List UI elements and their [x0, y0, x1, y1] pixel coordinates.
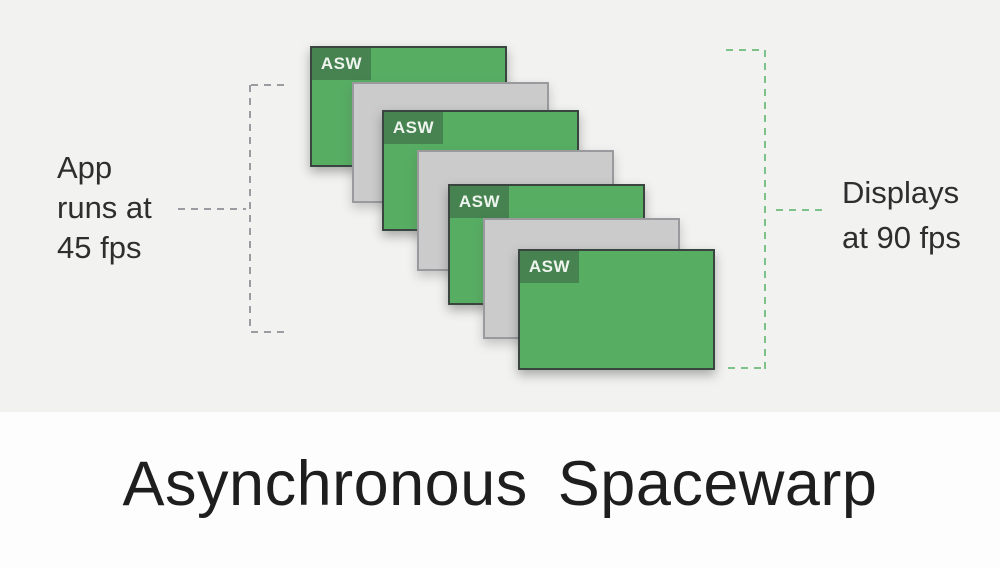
title-band	[0, 412, 1000, 568]
asw-tab: ASW	[520, 251, 579, 283]
asw-tab: ASW	[384, 112, 443, 144]
asw-tab: ASW	[312, 48, 371, 80]
right-bracket-bottom	[728, 367, 764, 369]
right-label: Displays at 90 fps	[842, 170, 961, 260]
left-bracket-connector	[178, 208, 246, 210]
left-bracket-line	[249, 85, 251, 332]
left-label-line-1: App	[57, 150, 113, 185]
right-bracket-line	[764, 50, 766, 369]
right-bracket-top	[726, 49, 764, 51]
left-label-line-2: runs at	[57, 190, 152, 225]
frame-asw-4: ASW	[518, 249, 715, 370]
left-label: App runs at 45 fps	[57, 148, 152, 268]
left-bracket-top	[251, 84, 288, 86]
asw-tab: ASW	[450, 186, 509, 218]
right-bracket-connector	[776, 209, 822, 211]
slide-title: Asynchronous Spacewarp	[122, 449, 878, 519]
right-label-line-1: Displays	[842, 175, 960, 210]
left-label-line-3: 45 fps	[57, 230, 142, 265]
right-label-line-2: at 90 fps	[842, 220, 961, 255]
left-bracket-bottom	[251, 331, 290, 333]
